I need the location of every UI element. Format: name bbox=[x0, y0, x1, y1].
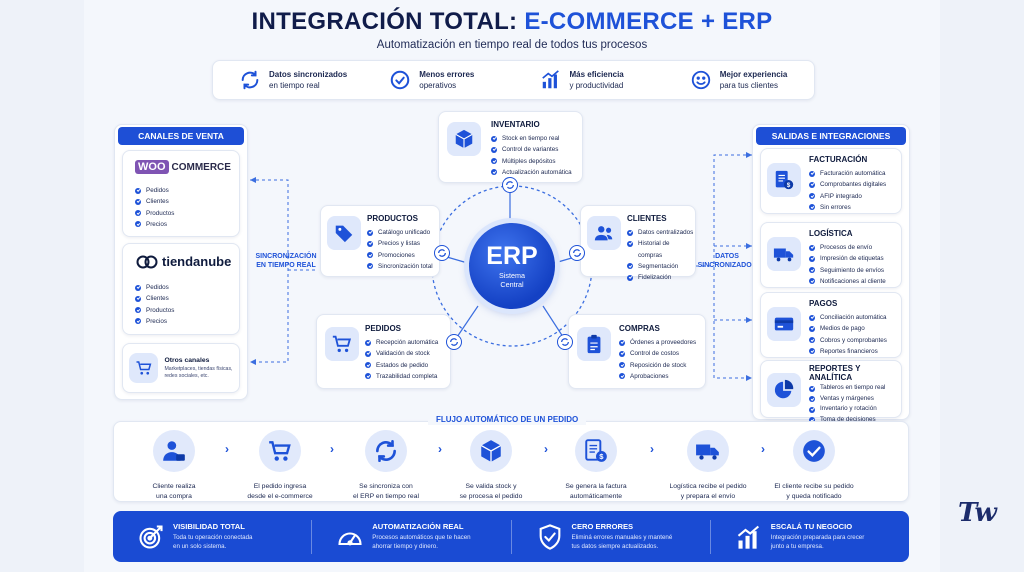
growth-chart-icon bbox=[737, 525, 759, 549]
credit-card-icon bbox=[767, 307, 801, 341]
erp-core[interactable]: ERP Sistema Central bbox=[469, 223, 555, 309]
sync-icon bbox=[569, 245, 585, 261]
box-icon bbox=[470, 430, 512, 472]
flow-arrow: › bbox=[330, 442, 334, 456]
smile-icon bbox=[691, 70, 710, 90]
sync-icon bbox=[502, 177, 518, 193]
invoice-icon: $ bbox=[767, 163, 801, 197]
flow-arrow: › bbox=[225, 442, 229, 456]
speedometer-icon bbox=[338, 532, 362, 545]
outputs-header: SALIDAS E INTEGRACIONES bbox=[756, 127, 906, 145]
cart-icon bbox=[129, 353, 159, 383]
shield-check-icon bbox=[539, 523, 560, 550]
truck-icon bbox=[767, 237, 801, 271]
sync-icon bbox=[557, 334, 573, 350]
reportes-card[interactable]: REPORTES Y ANALÍTICA Tableros en tiempo … bbox=[760, 360, 902, 423]
order-flow-panel bbox=[113, 421, 909, 502]
sync-icon bbox=[434, 245, 450, 261]
other-channels-title: Otros canales bbox=[164, 356, 210, 364]
cart-icon bbox=[259, 430, 301, 472]
truck-icon bbox=[687, 430, 729, 472]
flow-arrow: › bbox=[544, 442, 548, 456]
pie-chart-icon bbox=[767, 373, 801, 407]
flow-arrow: › bbox=[761, 442, 765, 456]
check-circle-icon bbox=[793, 430, 835, 472]
flow-arrow: › bbox=[438, 442, 442, 456]
page-title: INTEGRACIÓN TOTAL: E-COMMERCE + ERP bbox=[251, 8, 773, 35]
refresh-icon bbox=[365, 430, 407, 472]
tw-watermark-logo: Tw bbox=[958, 498, 997, 528]
other-channels-desc: Marketplaces, tiendas físicas, redes soc… bbox=[164, 365, 233, 379]
cloud-logo-icon bbox=[136, 255, 158, 268]
sales-channels-header: CANALES DE VENTA bbox=[118, 127, 244, 145]
tag-icon bbox=[327, 216, 361, 250]
tiendanube-logo: tiendanube bbox=[135, 254, 231, 269]
page-subtitle: Automatización en tiempo real de todos t… bbox=[376, 39, 648, 51]
other-channels-card[interactable]: Otros canales Marketplaces, tiendas físi… bbox=[122, 343, 240, 393]
cart-icon bbox=[325, 327, 359, 361]
users-icon bbox=[587, 216, 621, 250]
customer-cart-icon bbox=[153, 430, 195, 472]
svg-text:$: $ bbox=[599, 452, 604, 461]
clipboard-icon bbox=[577, 327, 611, 361]
target-icon bbox=[139, 524, 163, 549]
box-icon bbox=[447, 122, 481, 156]
order-flow-title: FLUJO AUTOMÁTICO DE UN PEDIDO bbox=[428, 414, 587, 425]
svg-text:$: $ bbox=[787, 182, 791, 189]
sync-icon bbox=[446, 334, 462, 350]
growth-chart-icon bbox=[541, 70, 559, 89]
refresh-icon bbox=[241, 70, 259, 90]
woocommerce-logo: WOO COMMERCE bbox=[135, 160, 231, 174]
check-circle-icon bbox=[390, 70, 410, 90]
flow-arrow: › bbox=[650, 442, 654, 456]
invoice-icon: $ bbox=[575, 430, 617, 472]
